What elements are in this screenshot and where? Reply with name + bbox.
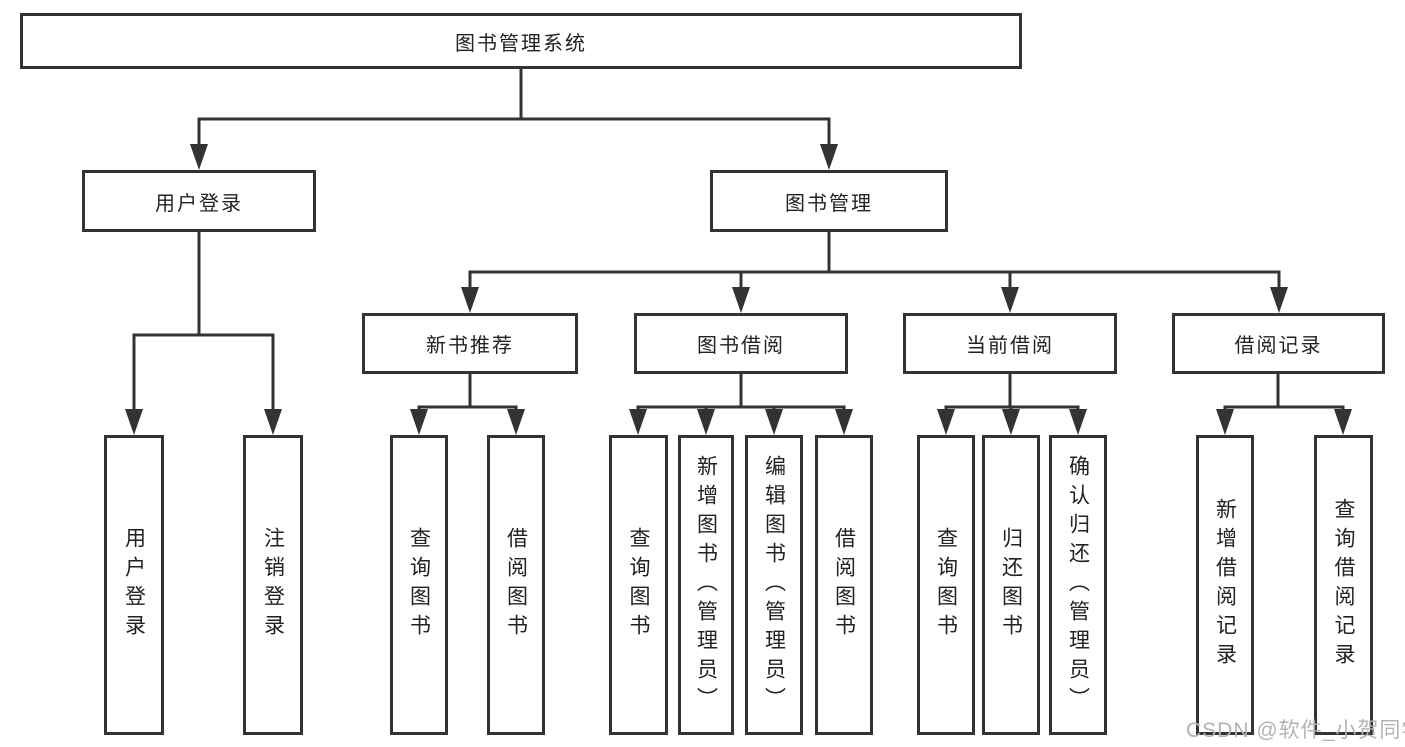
- leaf-query-books-borrowing: 查询图书: [609, 435, 668, 735]
- node-label: 查询图书: [934, 527, 958, 643]
- node-label: 图书管理系统: [455, 32, 587, 55]
- node-label: 新增图书（管理员）: [694, 454, 718, 716]
- node-library-management-system: 图书管理系统: [20, 13, 1022, 69]
- node-book-borrowing: 图书借阅: [634, 313, 848, 374]
- leaf-logout: 注销登录: [243, 435, 303, 735]
- node-label: 注销登录: [261, 527, 285, 643]
- leaf-add-books-admin: 新增图书（管理员）: [678, 435, 734, 735]
- node-label: 当前借阅: [966, 335, 1054, 357]
- node-label: 用户登录: [155, 192, 243, 215]
- node-label: 图书管理: [785, 192, 873, 215]
- leaf-query-books-current: 查询图书: [917, 435, 975, 735]
- leaf-add-borrow-record: 新增借阅记录: [1196, 435, 1254, 735]
- leaf-query-borrow-record: 查询借阅记录: [1314, 435, 1373, 735]
- leaf-edit-books-admin: 编辑图书（管理员）: [745, 435, 803, 735]
- node-label: 新书推荐: [426, 335, 514, 357]
- node-label: 新增借阅记录: [1213, 498, 1237, 672]
- node-label: 查询图书: [407, 527, 431, 643]
- node-label: 查询借阅记录: [1332, 498, 1355, 672]
- leaf-borrow-books-recommend: 借阅图书: [487, 435, 545, 735]
- leaf-borrow-books: 借阅图书: [815, 435, 873, 735]
- node-label: 用户登录: [122, 527, 146, 643]
- node-label: 借阅记录: [1234, 335, 1323, 357]
- node-label: 归还图书: [999, 527, 1023, 643]
- node-current-borrowing: 当前借阅: [903, 313, 1117, 374]
- node-label: 借阅图书: [832, 527, 856, 643]
- node-borrowing-records: 借阅记录: [1172, 313, 1385, 374]
- node-user-login-branch: 用户登录: [82, 170, 316, 232]
- leaf-return-books: 归还图书: [982, 435, 1040, 735]
- node-label: 查询图书: [627, 527, 650, 643]
- leaf-confirm-return-admin: 确认归还（管理员）: [1049, 435, 1107, 735]
- node-label: 编辑图书（管理员）: [762, 454, 786, 716]
- node-book-management-branch: 图书管理: [710, 170, 948, 232]
- node-new-book-recommendation: 新书推荐: [362, 313, 578, 374]
- node-label: 确认归还（管理员）: [1066, 454, 1090, 716]
- leaf-user-login: 用户登录: [104, 435, 164, 735]
- csdn-watermark: CSDN @软件_小贺同学: [1186, 719, 1405, 742]
- leaf-query-books-recommend: 查询图书: [390, 435, 448, 735]
- node-label: 图书借阅: [697, 335, 785, 357]
- node-label: 借阅图书: [504, 527, 528, 643]
